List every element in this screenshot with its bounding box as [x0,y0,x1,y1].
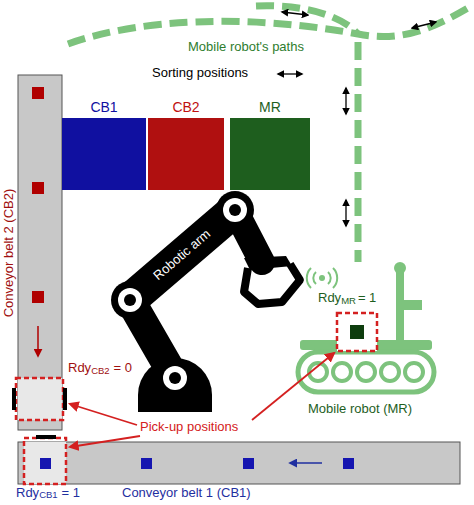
section-label: Sorting positions [152,66,248,81]
callout-label: Pick-up positions [140,420,238,435]
signal-name: Rdy [16,486,39,501]
node-label: Robotic arm [145,221,220,290]
signal-value: = 0 [114,361,132,376]
path-curve [68,8,468,44]
node-label: Mobile robot (MR) [308,402,412,417]
wireless-icon [307,268,337,288]
mobile-robot [298,262,434,392]
mobile-robot: Mobile robot (MR) [298,340,434,400]
conveyor-belt-1 [18,435,460,484]
arm-joint [111,191,254,397]
pickup-leaders [70,353,334,447]
path-label: Mobile robot's paths [188,40,304,55]
conveyor-belt: Conveyor belt 2 (CB2) [18,75,62,430]
signal-value: = 1 [62,486,80,501]
conveyor-belt: Conveyor belt 1 (CB1) [18,442,460,484]
robotic-arm-label: Robotic arm [145,221,220,290]
signal-subscript: CB1 [39,490,57,501]
heading: MR [230,99,310,115]
robotic-arm [111,191,300,412]
gripper [244,256,292,270]
signal-value: = 1 [358,291,376,306]
arm-base [138,358,212,412]
path-vertical [355,42,362,262]
signal-name: Rdy [318,291,341,306]
gripper-fingers [244,264,300,304]
conveyor-belt-2 [12,75,67,430]
sorting-position: CB2 [148,118,224,190]
node-label: Conveyor belt 2 (CB2) [2,188,17,317]
sorting-position: CB1 [62,118,146,190]
signal-subscript: CB2 [91,366,109,377]
arm-upper [130,210,235,300]
heading: CB1 [62,99,146,115]
signal-name: Rdy [68,361,91,376]
heading: CB2 [148,99,224,115]
signal-subscript: MR [341,296,356,307]
sorting-position: MR [230,118,310,190]
path-curve [256,6,358,34]
node-label: Conveyor belt 1 (CB1) [122,486,251,501]
